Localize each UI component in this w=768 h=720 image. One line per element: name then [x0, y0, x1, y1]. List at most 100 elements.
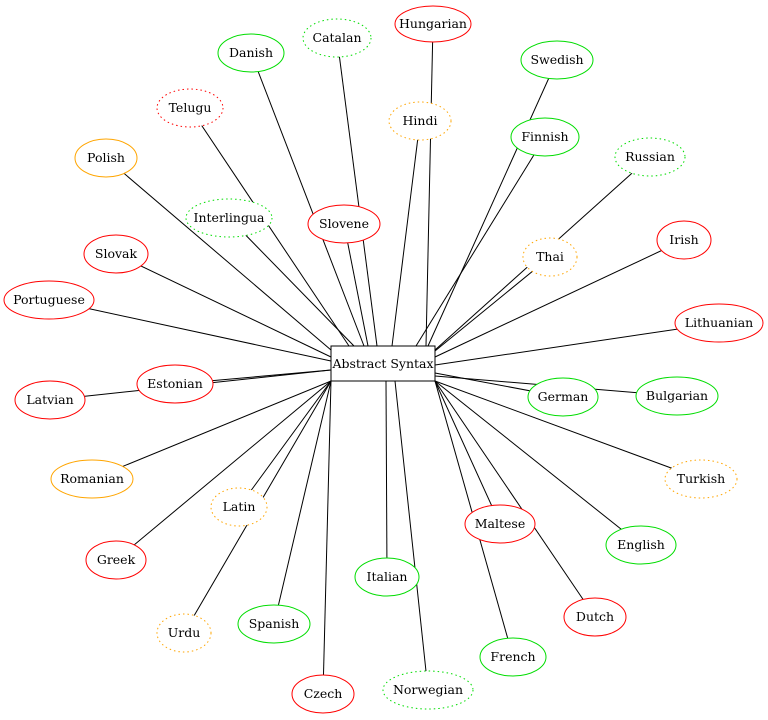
node-french: French	[479, 637, 547, 677]
node-polish: Polish	[74, 138, 138, 178]
edge-norwegian	[394, 380, 429, 691]
node-label-bulgarian: Bulgarian	[646, 388, 708, 403]
node-maltese: Maltese	[464, 504, 536, 544]
node-label-polish: Polish	[87, 150, 125, 165]
node-label-norwegian: Norwegian	[393, 682, 463, 697]
node-ellipse-irish	[656, 220, 712, 260]
node-czech: Czech	[291, 674, 355, 714]
edge-english	[434, 380, 642, 546]
node-lithuanian: Lithuanian	[674, 303, 764, 343]
node-ellipse-estonian	[136, 364, 214, 404]
node-ellipse-maltese	[464, 504, 536, 544]
node-ellipse-english	[605, 525, 677, 565]
node-label-interlingua: Interlingua	[194, 210, 265, 225]
node-thai: Thai	[522, 237, 578, 277]
node-label-telugu: Telugu	[169, 100, 212, 115]
node-ellipse-slovene	[307, 204, 381, 244]
edge-spanish	[273, 380, 332, 625]
node-spanish: Spanish	[237, 604, 311, 644]
node-label-romanian: Romanian	[60, 471, 124, 486]
node-label-danish: Danish	[229, 45, 273, 60]
node-label-finnish: Finnish	[521, 129, 568, 144]
edge-telugu	[189, 107, 350, 347]
node-greek: Greek	[85, 540, 147, 580]
node-ellipse-catalan	[302, 18, 372, 58]
node-slovene: Slovene	[307, 204, 381, 244]
edge-greek	[115, 380, 332, 561]
node-label-lithuanian: Lithuanian	[685, 315, 753, 330]
node-ellipse-telugu	[156, 88, 224, 128]
node-ellipse-swedish	[520, 40, 594, 80]
node-label-czech: Czech	[304, 686, 343, 701]
node-ellipse-lithuanian	[674, 303, 764, 343]
node-catalan: Catalan	[302, 18, 372, 58]
node-label-turkish: Turkish	[677, 471, 725, 486]
node-ellipse-spanish	[237, 604, 311, 644]
edge-portuguese	[48, 299, 332, 362]
node-ellipse-portuguese	[3, 280, 95, 320]
node-portuguese: Portuguese	[3, 280, 95, 320]
node-label-slovene: Slovene	[319, 216, 369, 231]
node-irish: Irish	[656, 220, 712, 260]
edge-latin	[238, 380, 332, 508]
node-ellipse-urdu	[156, 613, 212, 653]
node-ellipse-bulgarian	[635, 376, 719, 416]
node-dutch: Dutch	[563, 597, 627, 637]
node-ellipse-russian	[614, 137, 686, 177]
node-hindi: Hindi	[388, 101, 452, 141]
node-ellipse-latvian	[14, 380, 86, 420]
node-ellipse-dutch	[563, 597, 627, 637]
hub-box	[330, 345, 436, 382]
node-label-urdu: Urdu	[168, 625, 201, 640]
node-label-greek: Greek	[97, 552, 136, 567]
edge-turkish	[434, 380, 702, 480]
node-ellipse-greek	[85, 540, 147, 580]
edge-finnish	[415, 136, 546, 347]
edge-italian	[385, 380, 388, 578]
node-latin: Latin	[210, 487, 268, 527]
edge-interlingua	[228, 217, 355, 347]
node-ellipse-polish	[74, 138, 138, 178]
node-urdu: Urdu	[156, 613, 212, 653]
node-russian: Russian	[614, 137, 686, 177]
node-ellipse-norwegian	[382, 670, 474, 710]
node-label-german: German	[538, 389, 589, 404]
node-ellipse-italian	[354, 557, 420, 597]
edge-dutch	[434, 380, 596, 618]
node-label-spanish: Spanish	[249, 616, 300, 631]
node-label-italian: Italian	[367, 569, 408, 584]
node-norwegian: Norwegian	[382, 670, 474, 710]
node-danish: Danish	[217, 33, 285, 73]
node-ellipse-hindi	[388, 101, 452, 141]
node-label-hungarian: Hungarian	[399, 16, 467, 31]
node-label-swedish: Swedish	[530, 52, 583, 67]
edge-lithuanian	[434, 322, 720, 366]
node-english: English	[605, 525, 677, 565]
node-label-maltese: Maltese	[475, 516, 525, 531]
node-label-estonian: Estonian	[147, 376, 203, 391]
edge-catalan	[336, 37, 378, 347]
edge-hungarian	[425, 23, 434, 347]
node-ellipse-turkish	[664, 459, 738, 499]
node-label-catalan: Catalan	[313, 30, 362, 45]
node-ellipse-interlingua	[185, 198, 273, 238]
node-german: German	[527, 377, 599, 417]
node-label-portuguese: Portuguese	[13, 292, 85, 307]
node-label-french: French	[490, 649, 535, 664]
node-turkish: Turkish	[664, 459, 738, 499]
hub-node: Abstract Syntax	[330, 345, 436, 382]
node-label-latvian: Latvian	[26, 392, 73, 407]
node-ellipse-slovak	[83, 234, 149, 274]
node-telugu: Telugu	[156, 88, 224, 128]
node-ellipse-thai	[522, 237, 578, 277]
edge-polish	[105, 157, 332, 351]
edge-czech	[322, 380, 332, 695]
node-ellipse-romanian	[50, 459, 134, 499]
node-slovak: Slovak	[83, 234, 149, 274]
node-hungarian: Hungarian	[394, 5, 472, 43]
edge-slovene	[343, 223, 369, 347]
node-ellipse-french	[479, 637, 547, 677]
node-interlingua: Interlingua	[185, 198, 273, 238]
